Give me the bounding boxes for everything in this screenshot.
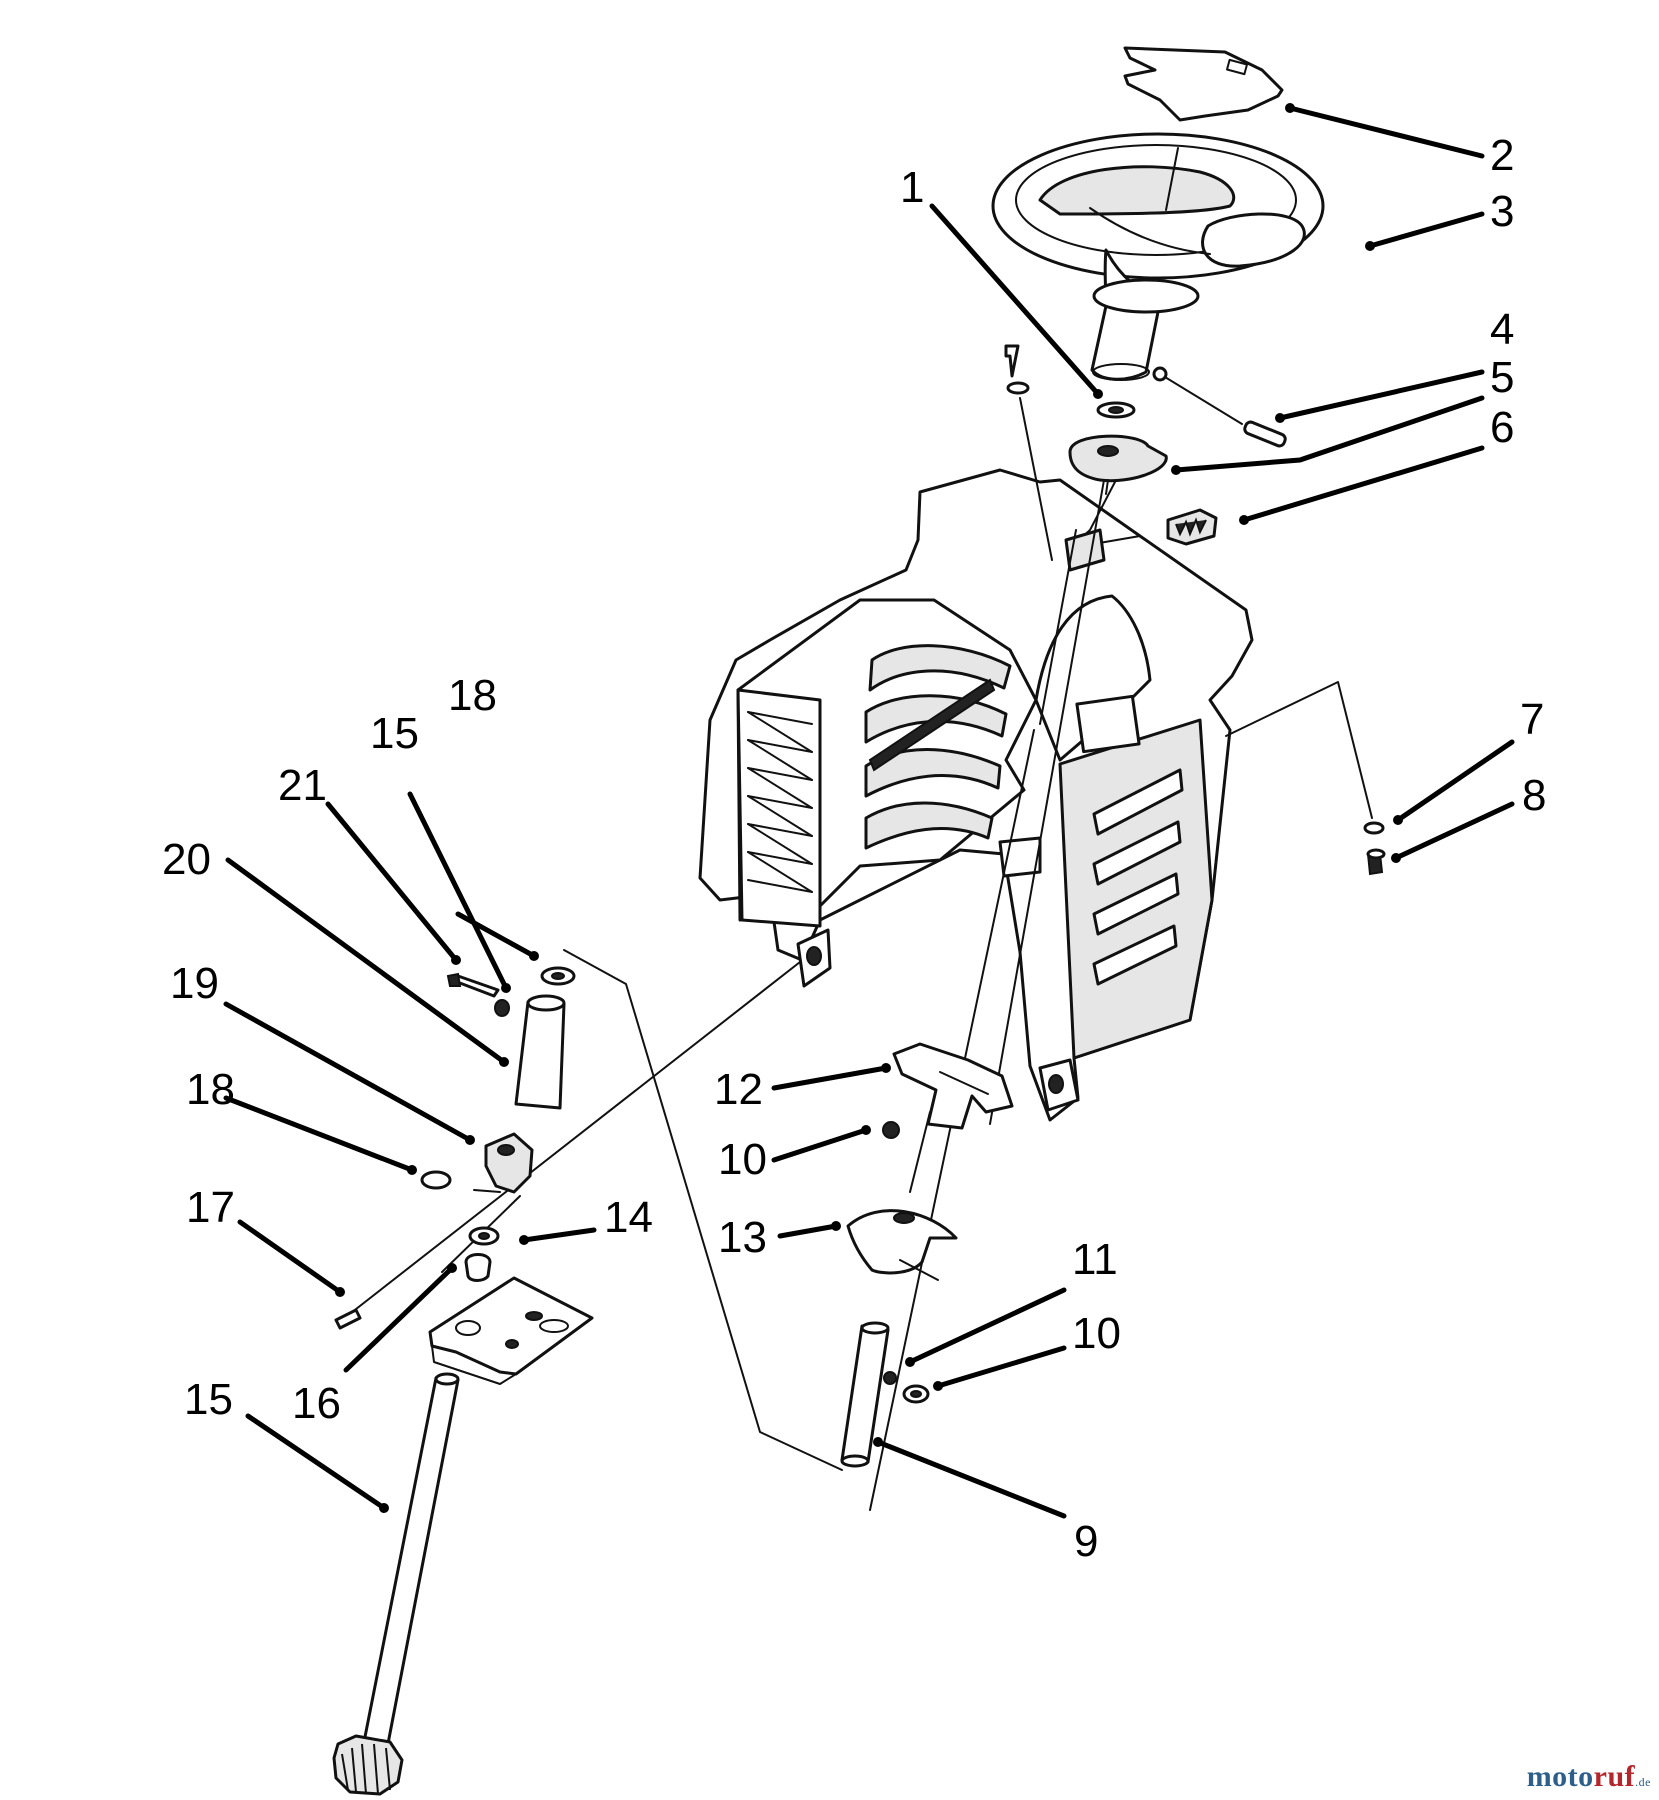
top-hardware-parts — [1004, 344, 1218, 546]
callout-15-upper: 15 — [370, 709, 419, 758]
nut-washer-7-8 — [1363, 821, 1386, 876]
callout-10-upper: 10 — [718, 1135, 767, 1184]
callout-1: 1 — [900, 163, 924, 212]
callout-2: 2 — [1490, 131, 1514, 180]
left-shaft-assembly — [332, 966, 594, 1796]
callout-19: 19 — [170, 959, 219, 1008]
watermark-text-b: ruf — [1593, 1760, 1636, 1793]
callout-16: 16 — [292, 1379, 341, 1428]
callout-leaders — [223, 103, 1515, 1519]
callout-4: 4 — [1490, 305, 1514, 354]
steering-wheel-part — [991, 132, 1325, 381]
callout-3: 3 — [1490, 187, 1514, 236]
lower-center-parts — [840, 1042, 1014, 1468]
callout-labels: 1 2 3 4 5 6 7 8 9 10 10 11 12 13 14 15 1… — [162, 131, 1546, 1566]
callout-21: 21 — [278, 761, 327, 810]
roll-pin-part — [1152, 366, 1287, 448]
watermark-logo: motoruf.de — [1527, 1760, 1651, 1794]
callout-20: 20 — [162, 835, 211, 884]
callout-5: 5 — [1490, 353, 1514, 402]
callout-18-lower: 18 — [186, 1065, 235, 1114]
callout-13: 13 — [718, 1213, 767, 1262]
callout-7: 7 — [1520, 695, 1544, 744]
callout-9: 9 — [1074, 1517, 1098, 1566]
dash-console-part — [698, 468, 1254, 1122]
callout-12: 12 — [714, 1065, 763, 1114]
watermark-text-a: moto — [1526, 1760, 1594, 1793]
watermark-text-c: .de — [1635, 1775, 1651, 1789]
callout-8: 8 — [1522, 771, 1546, 820]
callout-11: 11 — [1072, 1235, 1118, 1284]
callout-15-lower: 15 — [184, 1375, 233, 1424]
callout-14: 14 — [604, 1193, 653, 1242]
callout-10-lower: 10 — [1072, 1309, 1121, 1358]
steering-wheel-cap-part — [1123, 46, 1284, 122]
callout-6: 6 — [1490, 403, 1514, 452]
callout-17: 17 — [186, 1183, 235, 1232]
callout-18-upper: 18 — [448, 671, 497, 720]
